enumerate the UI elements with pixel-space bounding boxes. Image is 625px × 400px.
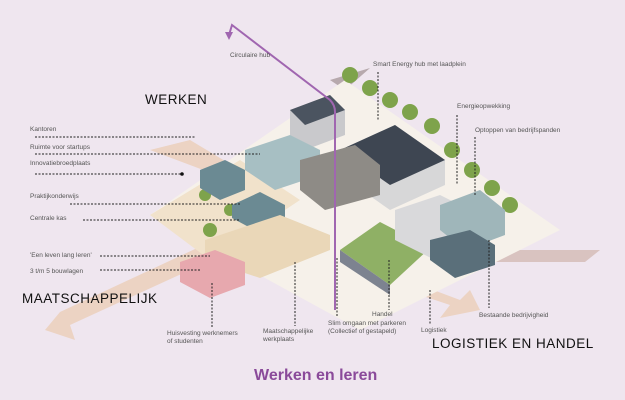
heading-maatschappelijk: MAATSCHAPPELIJK (22, 291, 158, 306)
solar-roof-large (340, 125, 445, 185)
building-innovation (200, 160, 245, 200)
label-optoppen: Optoppen van bedrijfspanden (475, 127, 561, 134)
label-kas: Centrale kas (30, 215, 67, 222)
building-housing (180, 250, 245, 298)
label-kantoren: Kantoren (30, 126, 57, 133)
leader-dot (180, 172, 184, 176)
label-werkplaats: Maatschappelijke werkplaats (263, 328, 314, 343)
label-huisvesting: Huisvesting werknemers of studenten (167, 330, 238, 345)
label-parkeren: Slim omgaan met parkeren (Collectief of … (328, 320, 407, 335)
label-energie: Energieopwekking (457, 103, 511, 110)
label-praktijk: Praktijkonderwijs (30, 193, 79, 200)
handel-wall (340, 250, 390, 295)
label-logistiek: Logistiek (421, 327, 447, 334)
building-bestaand (430, 230, 495, 278)
trees (199, 67, 518, 237)
route-arrowhead (225, 32, 233, 40)
circular-hub-route (228, 23, 336, 310)
label-innovatie: Innovatiebroedplaats (30, 160, 91, 167)
label-startups: Ruimte voor startups (30, 144, 90, 151)
label-bestaand: Bestaande bedrijvigheid (479, 312, 549, 319)
label-circulair: Circulaire hub (230, 52, 271, 59)
heading-werken: WERKEN (145, 92, 208, 107)
diagram-title: Werken en leren (254, 367, 378, 384)
label-bouwlagen: 3 t/m 5 bouwlagen (30, 268, 84, 275)
leader-lines (35, 72, 490, 327)
label-handel: Handel (372, 311, 393, 318)
heading-logistiek: LOGISTIEK EN HANDEL (432, 336, 594, 351)
label-leven: 'Een leven lang leren' (30, 252, 92, 259)
label-energyhub: Smart Energy hub met laadplein (373, 61, 466, 68)
central-greenhouse (300, 145, 380, 210)
